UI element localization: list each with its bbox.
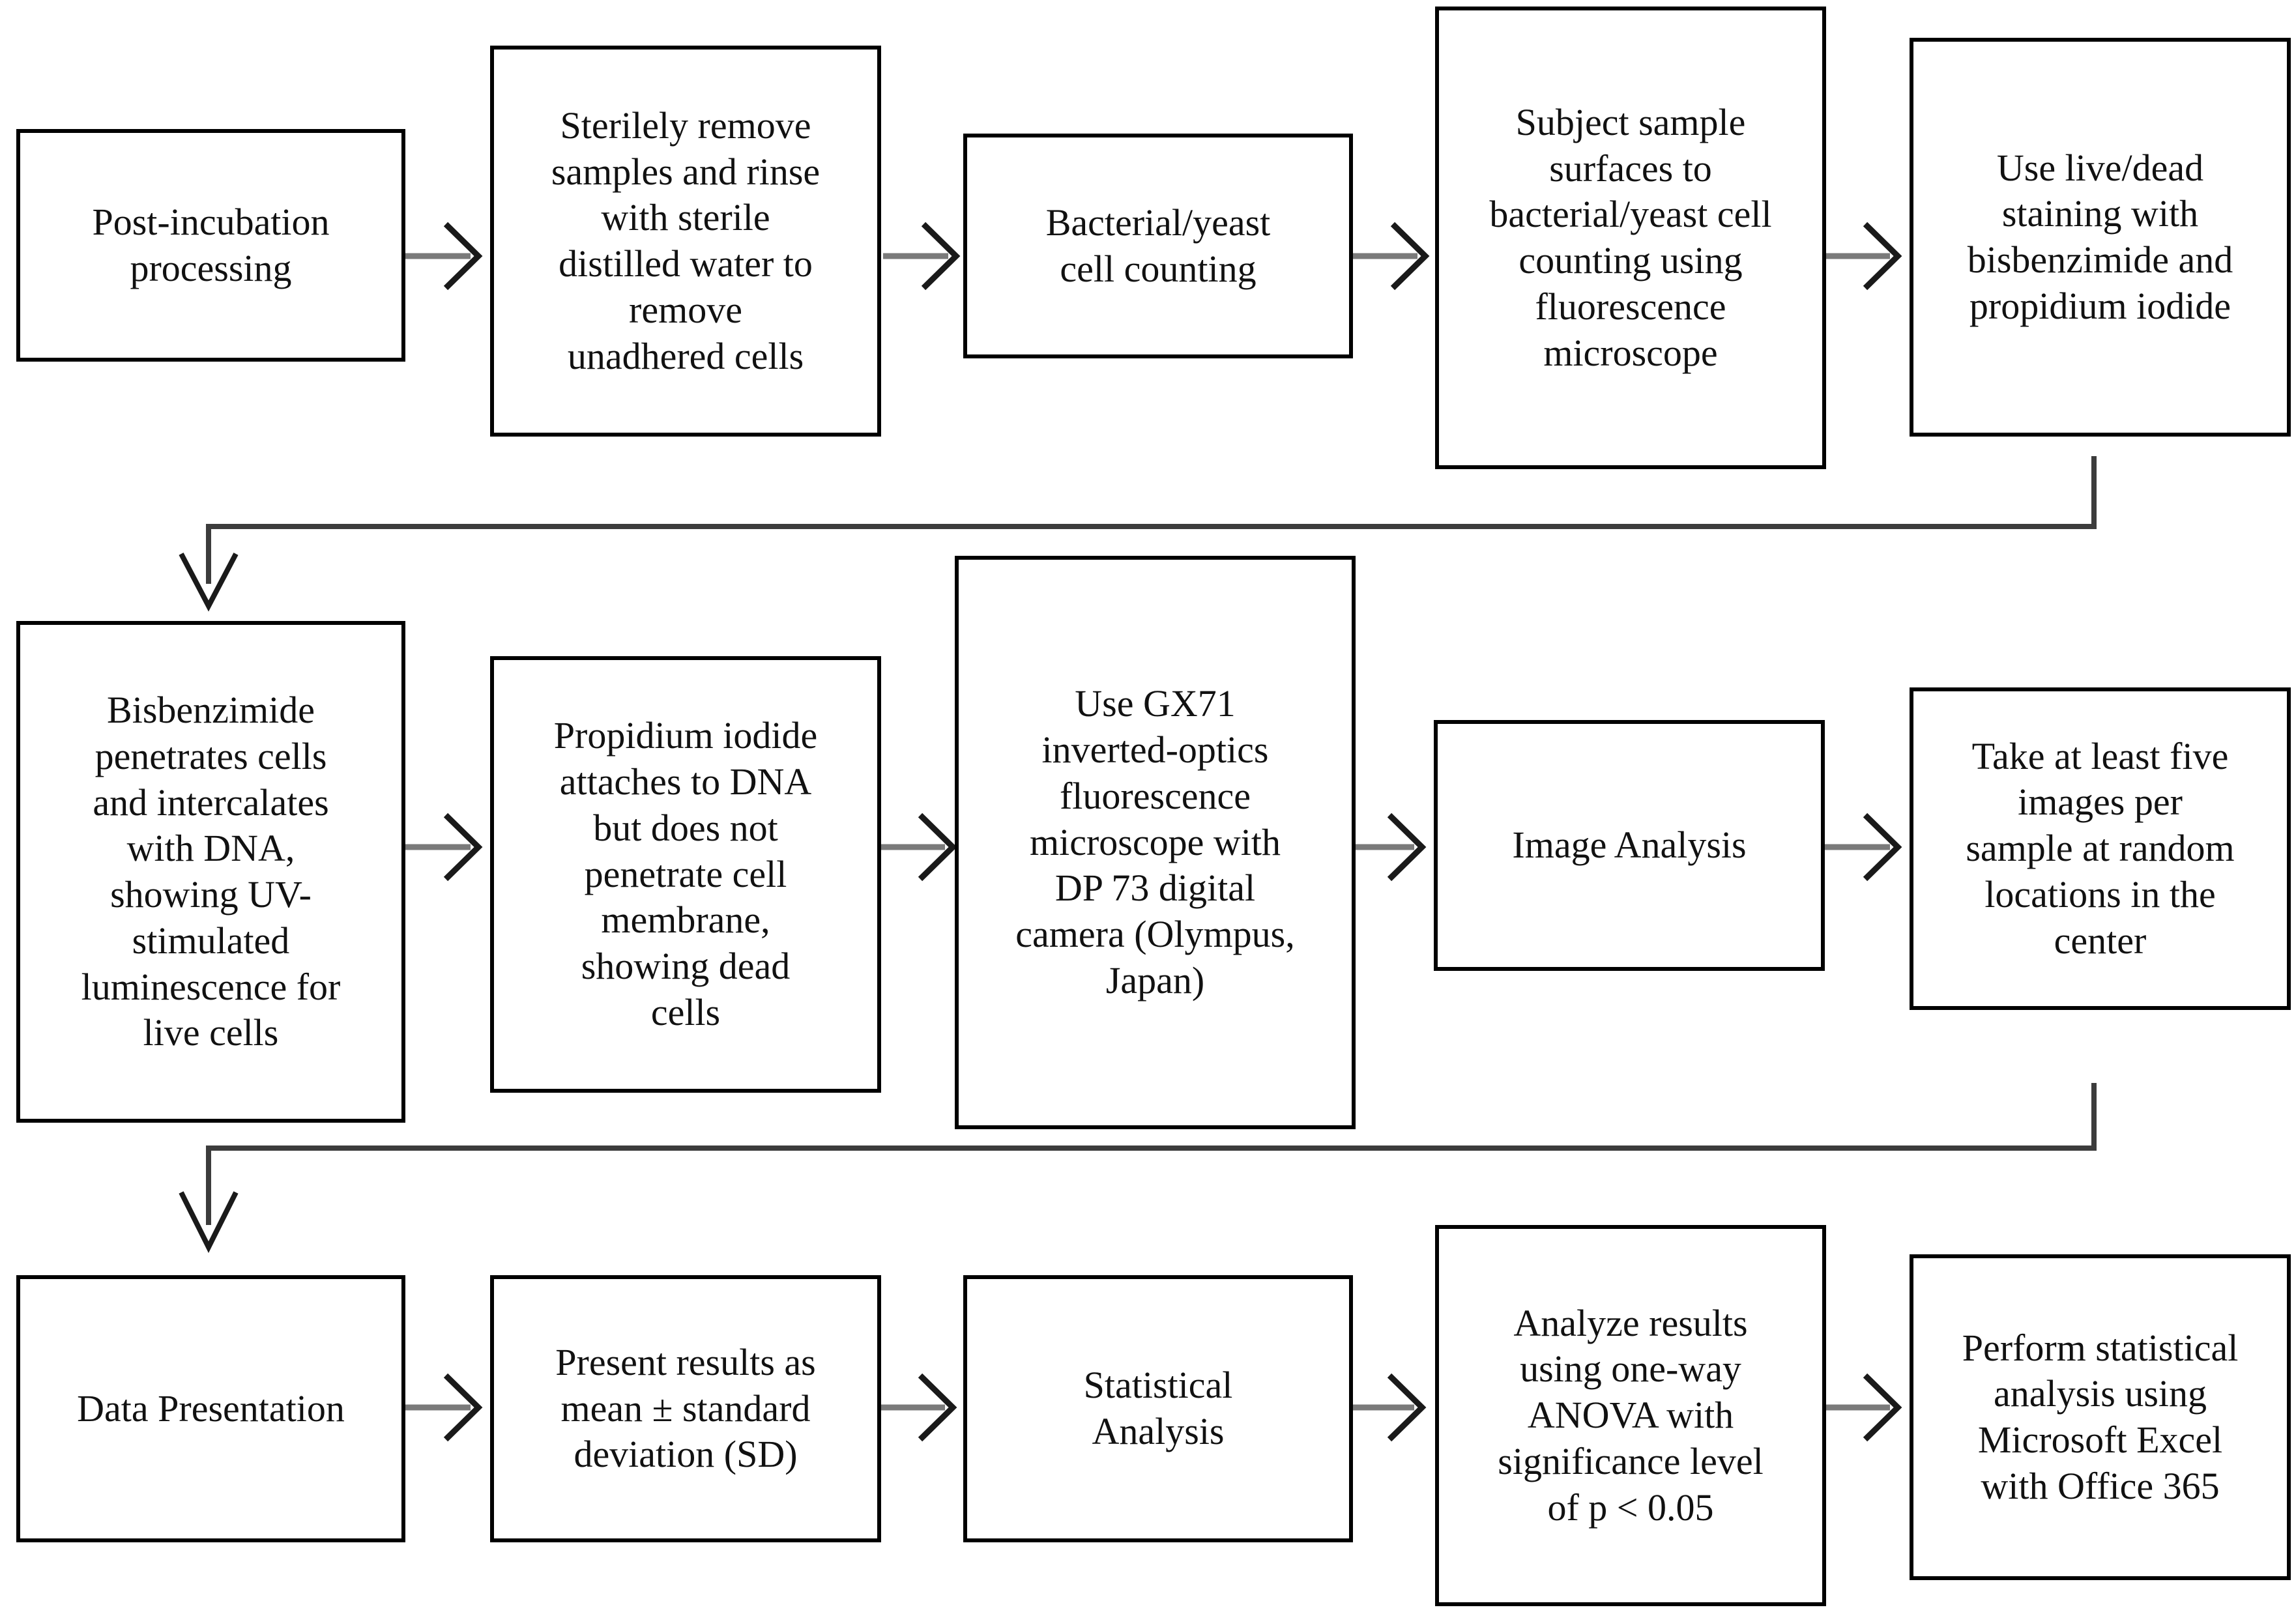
- node-analyze-results-anova[interactable]: Analyze results using one-way ANOVA with…: [1435, 1225, 1826, 1606]
- node-bacterial-yeast-cell-counting[interactable]: Bacterial/yeast cell counting: [963, 134, 1353, 358]
- connector-n9-to-n10: [1825, 811, 1910, 883]
- node-use-gx71-microscope[interactable]: Use GX71 inverted-optics fluorescence mi…: [955, 556, 1356, 1129]
- node-label: Sterilely remove samples and rinse with …: [551, 104, 821, 377]
- node-label: Statistical Analysis: [1083, 1364, 1233, 1452]
- node-label: Present results as mean ± standard devia…: [555, 1340, 816, 1476]
- node-data-presentation[interactable]: Data Presentation: [16, 1275, 405, 1542]
- node-bisbenzimide-penetrates-cells[interactable]: Bisbenzimide penetrates cells and interc…: [16, 621, 405, 1123]
- node-label: Subject sample surfaces to bacterial/yea…: [1489, 100, 1772, 374]
- node-label: Bisbenzimide penetrates cells and interc…: [81, 689, 341, 1054]
- node-sterilely-remove-samples[interactable]: Sterilely remove samples and rinse with …: [490, 46, 881, 437]
- connector-n10-to-n11-wrap: [179, 1083, 2118, 1253]
- node-label: Image Analysis: [1512, 824, 1747, 867]
- connector-n4-to-n5: [1825, 220, 1910, 292]
- node-label: Post-incubation processing: [92, 200, 330, 289]
- node-post-incubation-processing[interactable]: Post-incubation processing: [16, 129, 405, 362]
- connector-n1-to-n2: [405, 220, 490, 292]
- connector-n8-to-n9: [1349, 811, 1434, 883]
- connector-n13-to-n14: [1349, 1372, 1434, 1443]
- node-label: Data Presentation: [77, 1387, 345, 1430]
- node-propidium-iodide-attaches[interactable]: Propidium iodide attaches to DNA but doe…: [490, 656, 881, 1093]
- node-subject-sample-surfaces[interactable]: Subject sample surfaces to bacterial/yea…: [1435, 7, 1826, 469]
- node-label: Propidium iodide attaches to DNA but doe…: [553, 714, 818, 1033]
- node-perform-statistical-analysis-excel[interactable]: Perform statistical analysis using Micro…: [1910, 1254, 2291, 1580]
- node-present-results-mean-sd[interactable]: Present results as mean ± standard devia…: [490, 1275, 881, 1542]
- connector-n2-to-n3: [883, 220, 968, 292]
- connector-n7-to-n8: [880, 811, 965, 883]
- connector-n14-to-n15: [1825, 1372, 1910, 1443]
- node-image-analysis[interactable]: Image Analysis: [1434, 720, 1825, 971]
- node-use-live-dead-staining[interactable]: Use live/dead staining with bisbenzimide…: [1910, 38, 2291, 437]
- node-label: Take at least five images per sample at …: [1966, 734, 2235, 962]
- connector-n11-to-n12: [405, 1372, 490, 1443]
- node-take-at-least-five-images[interactable]: Take at least five images per sample at …: [1910, 687, 2291, 1010]
- connector-n5-to-n6-wrap: [179, 456, 2118, 619]
- node-label: Bacterial/yeast cell counting: [1045, 201, 1271, 290]
- node-label: Use GX71 inverted-optics fluorescence mi…: [1015, 682, 1295, 1002]
- connector-n6-to-n7: [405, 811, 490, 883]
- node-label: Analyze results using one-way ANOVA with…: [1498, 1301, 1764, 1529]
- connector-n12-to-n13: [880, 1372, 965, 1443]
- node-label: Perform statistical analysis using Micro…: [1962, 1326, 2239, 1507]
- node-statistical-analysis[interactable]: Statistical Analysis: [963, 1275, 1353, 1542]
- node-label: Use live/dead staining with bisbenzimide…: [1967, 146, 2233, 327]
- connector-n3-to-n4: [1352, 220, 1437, 292]
